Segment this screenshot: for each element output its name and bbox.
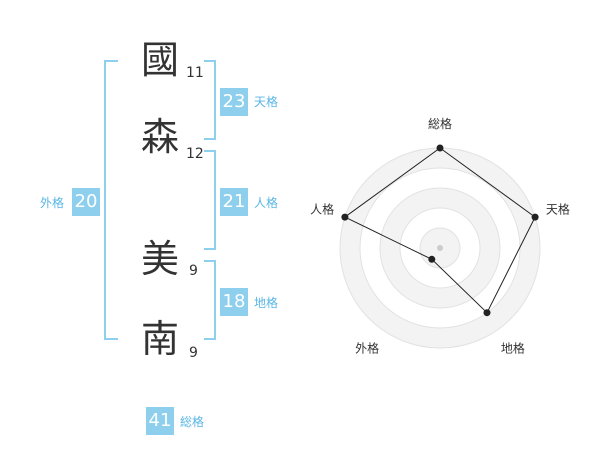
jinkaku-score: 21 [220, 188, 248, 216]
radar-axis-label-2: 天格 [546, 202, 570, 217]
stroke-count-1: 11 [186, 65, 204, 81]
stroke-count-3: 9 [189, 263, 198, 279]
radar-axis-label-1: 総格 [428, 116, 452, 131]
stroke-count-4: 9 [189, 345, 198, 361]
gaikaku-bracket [104, 60, 118, 340]
radar-point-3 [483, 309, 491, 317]
tenkaku-bracket [204, 60, 216, 140]
chikaku-bracket [204, 260, 216, 340]
name-char-1: 國 [141, 38, 180, 82]
stroke-count-2: 12 [186, 146, 204, 162]
name-char-4: 南 [141, 317, 180, 361]
soukaku-label: 総格 [180, 415, 205, 429]
radar-axis-label-5: 人格 [310, 202, 334, 217]
tenkaku-score: 23 [220, 88, 248, 116]
radar-point-2 [531, 213, 539, 221]
radar-point-1 [436, 144, 444, 152]
radar-center-dot [437, 245, 443, 251]
name-char-2: 森 [141, 115, 180, 159]
radar-polygon [343, 147, 536, 314]
soukaku-score: 41 [146, 407, 174, 435]
jinkaku-label: 人格 [254, 196, 279, 210]
gaikaku-label: 外格 [40, 196, 65, 210]
chikaku-label: 地格 [254, 296, 279, 310]
radar-axis-label-3: 地格 [501, 340, 525, 355]
radar-point-5 [341, 213, 349, 221]
radar-point-4 [428, 255, 436, 263]
chikaku-score: 18 [220, 288, 248, 316]
name-char-3: 美 [141, 237, 180, 281]
tenkaku-label: 天格 [254, 95, 279, 109]
radar-axis-label-4: 外格 [355, 340, 379, 355]
jinkaku-bracket [204, 150, 216, 250]
gaikaku-score: 20 [72, 188, 100, 216]
